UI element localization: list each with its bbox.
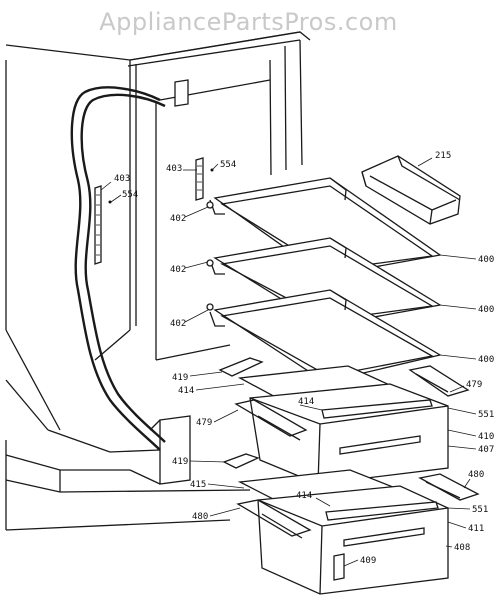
rails-lower — [222, 453, 480, 501]
cabinet-outline — [5, 31, 311, 531]
callout-414: 414 — [178, 386, 194, 396]
callout-411: 411 — [468, 524, 484, 534]
callout-402: 402 — [170, 319, 186, 329]
callout-414: 414 — [298, 397, 314, 407]
callout-480: 480 — [192, 512, 208, 522]
callout-551: 551 — [478, 410, 494, 420]
callout-419: 419 — [172, 457, 188, 467]
shelf-support-left — [94, 185, 112, 265]
callout-408: 408 — [454, 543, 470, 553]
callout-400: 400 — [478, 305, 494, 315]
callout-402: 402 — [170, 265, 186, 275]
shelf-support-right — [195, 157, 214, 201]
callout-410: 410 — [478, 432, 494, 442]
callout-414: 414 — [296, 491, 312, 501]
watermark: AppliancePartsPros.com — [99, 8, 398, 36]
rails-upper — [218, 357, 470, 397]
callout-479: 479 — [196, 418, 212, 428]
callout-400: 400 — [478, 355, 494, 365]
callout-551: 551 — [472, 505, 488, 515]
callout-409: 409 — [360, 556, 376, 566]
crisper-drawer-upper — [234, 383, 449, 485]
door-bin — [361, 155, 461, 225]
callout-479: 479 — [466, 380, 482, 390]
callout-215: 215 — [435, 151, 451, 161]
callout-402: 402 — [170, 214, 186, 224]
callout-419: 419 — [172, 373, 188, 383]
crisper-drawer-lower — [236, 485, 449, 595]
callout-403: 403 — [166, 164, 182, 174]
callout-407: 407 — [478, 445, 494, 455]
callout-403: 403 — [114, 174, 130, 184]
callout-labels: 403 554 403 554 215 402 402 402 400 400 … — [114, 151, 494, 566]
leader-lines — [100, 157, 477, 567]
callout-554: 554 — [220, 160, 236, 170]
callout-554: 554 — [122, 190, 138, 200]
callout-480: 480 — [468, 470, 484, 480]
callout-415: 415 — [190, 480, 206, 490]
callout-400: 400 — [478, 255, 494, 265]
